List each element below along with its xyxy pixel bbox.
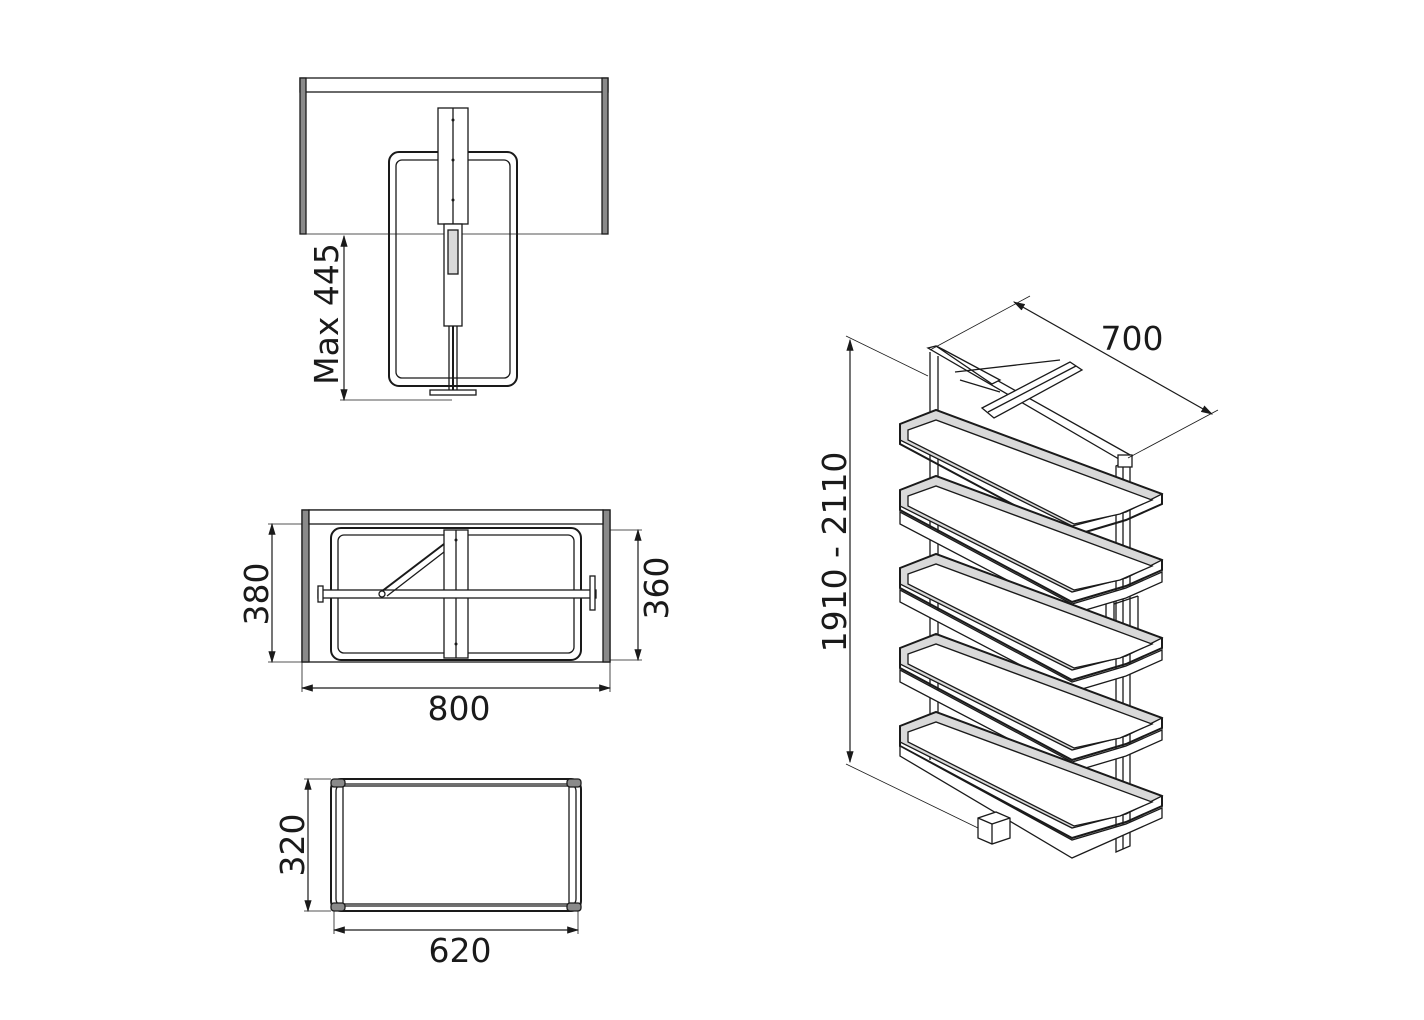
overall-height-label: 1910 - 2110 — [815, 452, 854, 653]
depth-label-basket: 320 — [273, 814, 312, 877]
iso-basket-2 — [899, 474, 1164, 615]
depth-label-top-view: Max 445 — [307, 243, 346, 385]
iso-basket-4 — [899, 632, 1164, 773]
basket-view: 320 620 — [273, 777, 582, 970]
isometric-view: 1910 - 2110 700 — [815, 295, 1219, 859]
height-label-front: 380 — [237, 563, 276, 626]
overall-depth-label: 700 — [1101, 319, 1164, 358]
top-view: Max 445 — [299, 77, 609, 402]
iso-basket-1 — [899, 408, 1164, 538]
width-label-front: 800 — [428, 689, 491, 728]
iso-basket-3 — [899, 552, 1164, 693]
iso-basket-5 — [899, 710, 1164, 859]
width-label-basket: 620 — [429, 931, 492, 970]
front-view: 380 360 800 — [237, 509, 676, 728]
inner-height-label-front: 360 — [637, 557, 676, 620]
